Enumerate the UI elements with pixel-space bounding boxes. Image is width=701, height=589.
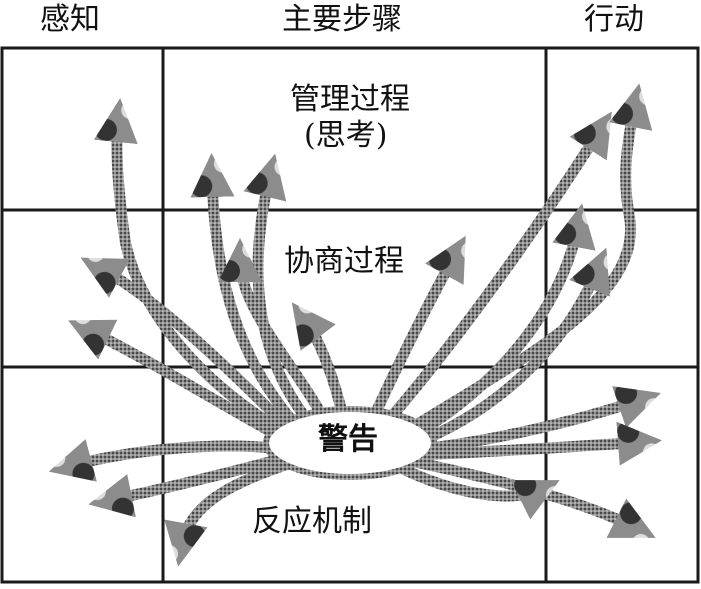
label-management-process: 管理过程 <box>290 82 410 117</box>
arrow-up-mid-5 <box>364 255 455 431</box>
label-coordination-process: 协商过程 <box>284 244 404 279</box>
label-thinking: (思考) <box>304 118 388 153</box>
header-main-steps: 主要步骤 <box>282 2 402 37</box>
arrow-right-low <box>414 442 640 455</box>
label-alert: 警告 <box>318 422 378 457</box>
arrow-left-mid-1 <box>100 268 306 446</box>
grid-outer-border <box>0 46 700 584</box>
arrow-down-left <box>182 454 306 545</box>
arrow-up-right-far <box>374 130 600 436</box>
arrow-up-mid-3 <box>240 260 336 436</box>
arrow-right-mid-3 <box>409 400 640 456</box>
arrow-right-mid-2 <box>404 268 598 451</box>
label-reaction-mechanism: 反应机制 <box>252 504 372 539</box>
header-perception: 感知 <box>40 2 100 37</box>
alert-ellipse <box>263 406 437 480</box>
arrow-up-mid-1 <box>212 175 316 446</box>
arrow-up-left-far <box>117 120 306 446</box>
header-action: 行动 <box>584 2 644 37</box>
arrow-down-right-2 <box>399 470 540 496</box>
